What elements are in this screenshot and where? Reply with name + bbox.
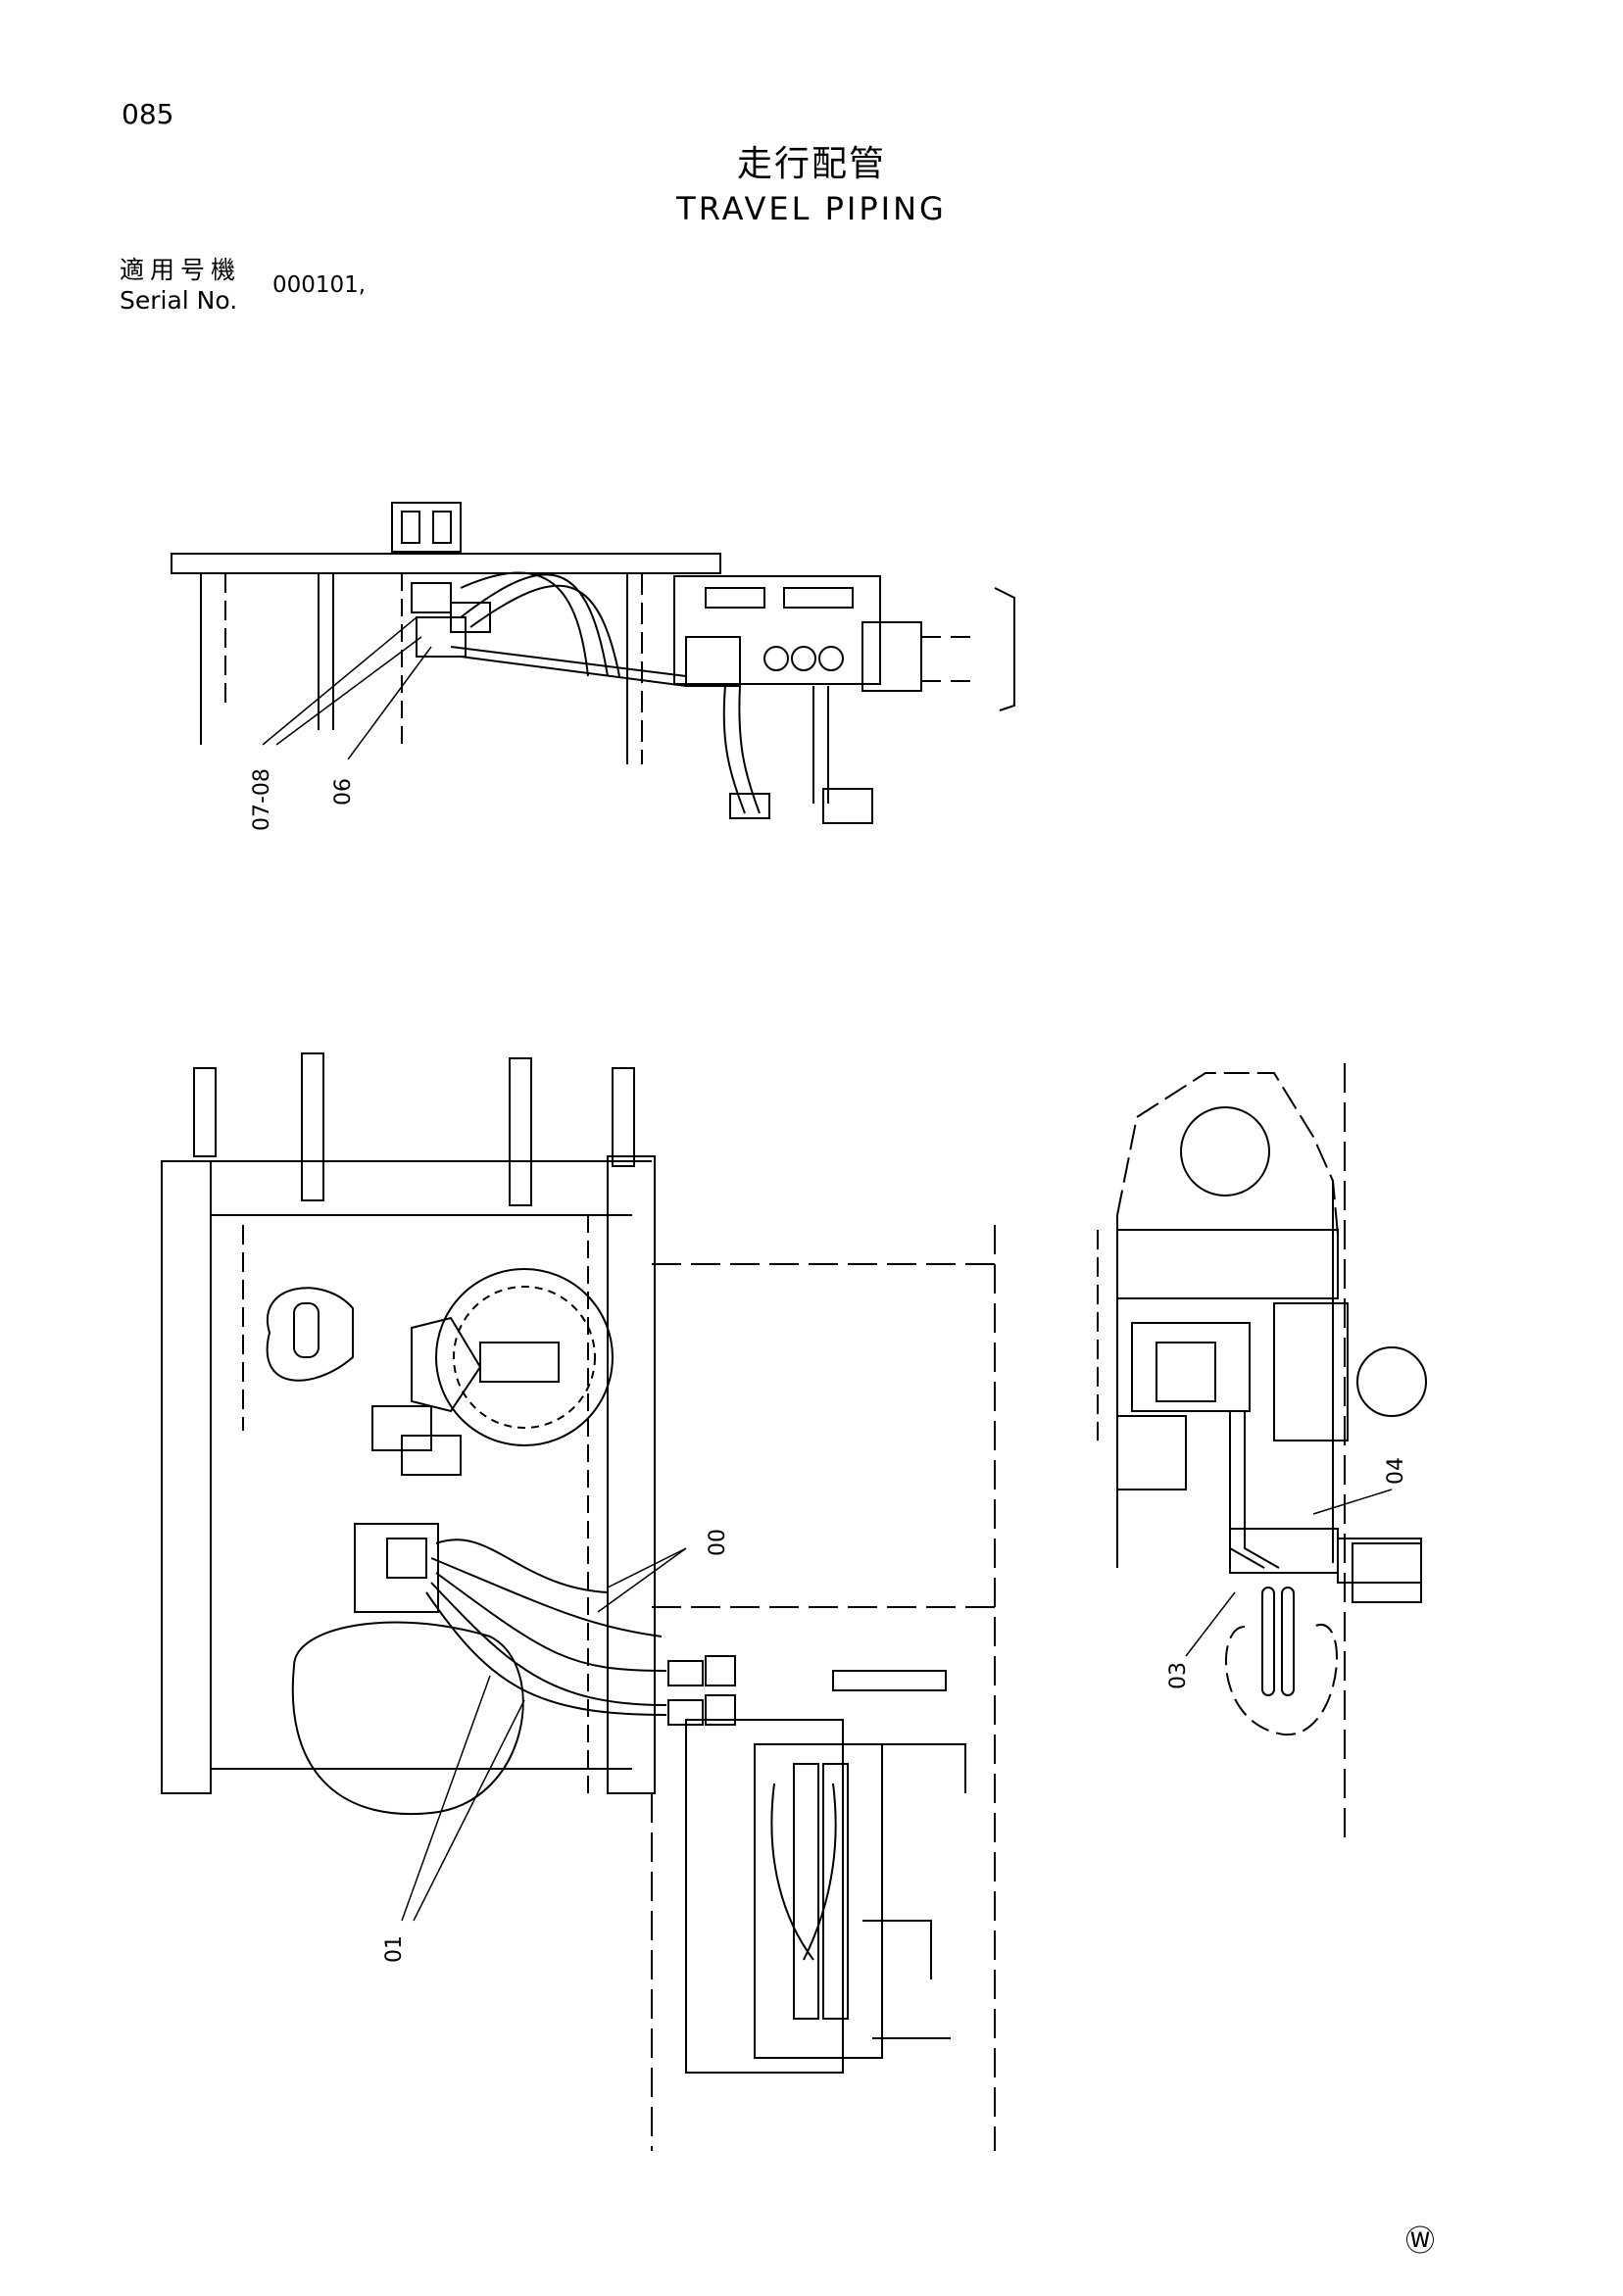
callout-04: 04 (1384, 1457, 1408, 1485)
serial-value: 000101, (272, 272, 367, 298)
callout-00: 00 (706, 1529, 730, 1556)
page-title-en: TRAVEL PIPING (676, 190, 947, 227)
callout-01: 01 (382, 1935, 407, 1963)
serial-label-jp: 適用号機 (120, 256, 242, 284)
bottom-left-view (161, 1052, 996, 2151)
callout-07-08: 07-08 (250, 768, 274, 831)
top-view (171, 502, 1015, 824)
brand-mark: Ⓦ (1405, 2224, 1435, 2259)
bottom-right-view (1097, 1063, 1427, 1842)
serial-label-en: Serial No. (120, 286, 238, 315)
page-title-jp: 走行配管 (736, 144, 886, 184)
callout-06: 06 (331, 778, 356, 806)
callout-03: 03 (1166, 1662, 1191, 1689)
page-number: 085 (122, 98, 174, 130)
